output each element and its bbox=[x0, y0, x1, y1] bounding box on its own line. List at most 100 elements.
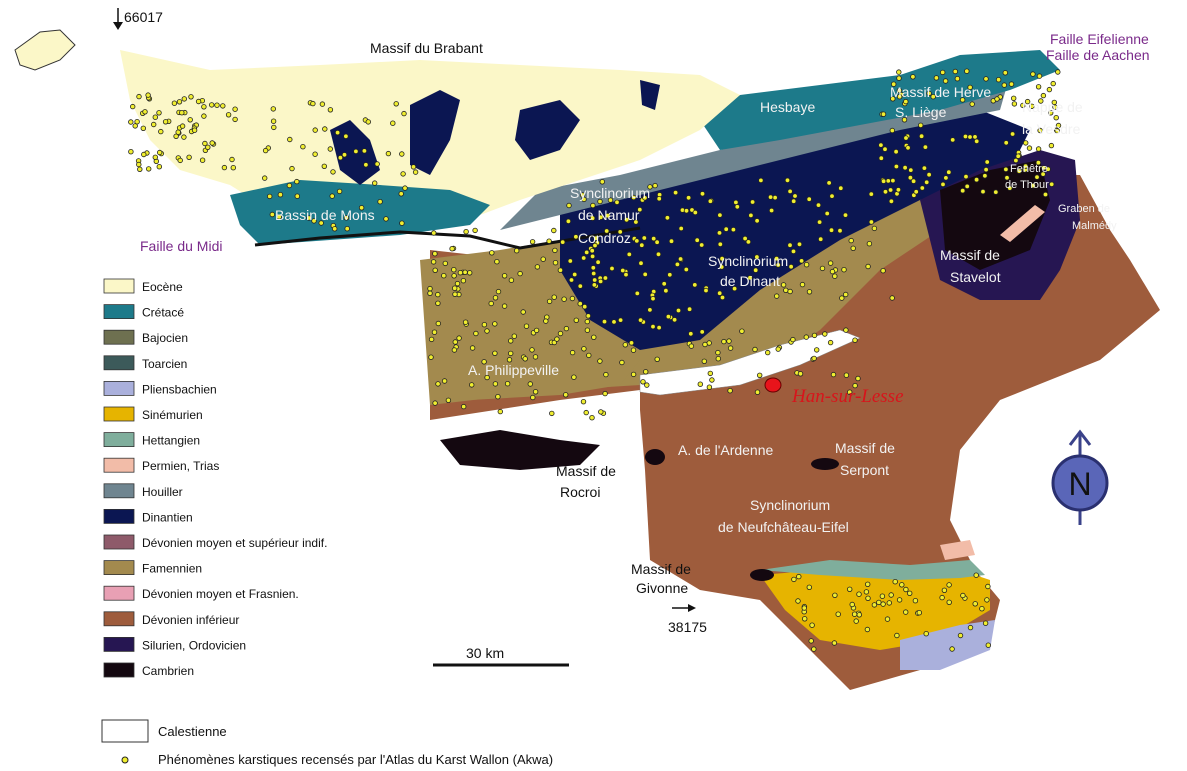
karst-point bbox=[602, 275, 609, 281]
karst-point bbox=[754, 254, 760, 260]
karst-point bbox=[630, 347, 637, 353]
karst-point bbox=[603, 371, 609, 378]
karst-point bbox=[401, 110, 407, 117]
karst-point bbox=[871, 225, 878, 232]
label-namur-2: de Namur bbox=[578, 207, 640, 223]
label-han-sur-lesse: Han-sur-Lesse bbox=[791, 386, 904, 407]
karst-point bbox=[580, 399, 587, 405]
karst-point bbox=[1040, 92, 1047, 99]
karst-point bbox=[152, 154, 158, 160]
karst-point bbox=[1008, 81, 1015, 87]
karst-point bbox=[916, 610, 922, 616]
karst-point bbox=[650, 323, 656, 330]
label-dinant-1: Synclinorium bbox=[708, 253, 788, 269]
karst-point bbox=[892, 579, 898, 585]
karst-point bbox=[851, 611, 858, 617]
top-left-arrow-head bbox=[113, 22, 123, 30]
karst-point bbox=[390, 120, 396, 126]
karst-point bbox=[973, 572, 979, 578]
karst-point bbox=[495, 288, 502, 295]
karst-point bbox=[598, 214, 604, 220]
karst-point bbox=[427, 290, 433, 296]
karst-point bbox=[270, 106, 276, 112]
region-cretace bbox=[700, 50, 1060, 150]
karst-point bbox=[685, 195, 692, 201]
legend-swatch bbox=[103, 355, 135, 371]
karst-point bbox=[1016, 168, 1022, 174]
karst-point bbox=[162, 119, 169, 125]
karst-point bbox=[797, 371, 804, 377]
karst-point bbox=[922, 144, 929, 150]
karst-point bbox=[963, 173, 969, 180]
karst-point bbox=[589, 215, 596, 221]
karst-point bbox=[848, 237, 854, 244]
karst-point bbox=[590, 265, 596, 271]
karst-point bbox=[969, 101, 975, 107]
label-condroz: Condroz bbox=[578, 230, 631, 246]
karst-point bbox=[910, 178, 917, 184]
karst-point bbox=[276, 214, 282, 220]
karst-point bbox=[1003, 140, 1009, 146]
karst-point bbox=[912, 598, 919, 604]
karst-point bbox=[665, 313, 672, 320]
karst-point bbox=[543, 318, 549, 324]
han-sur-lesse-marker bbox=[764, 377, 782, 393]
karst-point bbox=[310, 100, 316, 107]
karst-point bbox=[294, 178, 300, 185]
karst-point bbox=[572, 271, 578, 278]
karst-point bbox=[707, 198, 714, 204]
karst-point bbox=[642, 195, 648, 201]
karst-point bbox=[568, 277, 575, 283]
karst-point bbox=[188, 94, 194, 100]
karst-point bbox=[585, 313, 591, 319]
karst-point bbox=[754, 389, 761, 395]
karst-point bbox=[593, 235, 599, 241]
legend-swatch bbox=[103, 662, 135, 678]
karst-point bbox=[201, 113, 207, 119]
karst-point bbox=[267, 193, 273, 200]
karst-point bbox=[866, 240, 873, 247]
karst-point bbox=[431, 230, 437, 236]
karst-point bbox=[933, 75, 940, 81]
karst-point bbox=[1003, 166, 1009, 173]
karst-point bbox=[962, 133, 969, 140]
karst-point bbox=[749, 199, 756, 205]
karst-point bbox=[717, 290, 723, 296]
karst-point bbox=[620, 267, 626, 274]
karst-point bbox=[1050, 80, 1056, 87]
karst-point bbox=[262, 147, 269, 154]
karst-point bbox=[709, 377, 715, 383]
karst-point bbox=[707, 370, 713, 377]
karst-point bbox=[980, 188, 986, 195]
karst-point bbox=[176, 99, 183, 105]
karst-point bbox=[814, 347, 820, 353]
karst-point bbox=[1009, 131, 1016, 137]
legend-label: Dévonien moyen et Frasnien. bbox=[142, 587, 299, 601]
karst-point bbox=[286, 182, 293, 189]
karst-point bbox=[566, 202, 572, 209]
karst-point bbox=[824, 210, 830, 217]
karst-point bbox=[974, 138, 980, 144]
karst-point bbox=[949, 646, 955, 652]
karst-point bbox=[191, 127, 198, 133]
karst-point bbox=[504, 381, 511, 387]
karst-point bbox=[573, 234, 579, 240]
label-stavelot-1: Massif de bbox=[940, 247, 1000, 263]
karst-point bbox=[843, 327, 849, 333]
karst-point bbox=[432, 250, 438, 257]
legend-swatch bbox=[103, 457, 135, 473]
karst-point bbox=[1054, 128, 1060, 134]
karst-point bbox=[719, 256, 725, 262]
karst-point bbox=[675, 307, 682, 314]
karst-point bbox=[717, 241, 723, 247]
label-stavelot-2: Stavelot bbox=[950, 269, 1001, 285]
karst-point bbox=[806, 289, 813, 295]
karst-point bbox=[865, 581, 871, 587]
karst-point bbox=[141, 151, 147, 158]
karst-point bbox=[891, 81, 897, 87]
karst-point bbox=[179, 123, 186, 129]
label-givonne-2: Givonne bbox=[636, 580, 688, 596]
karst-point bbox=[748, 212, 754, 219]
karst-point bbox=[597, 278, 604, 285]
